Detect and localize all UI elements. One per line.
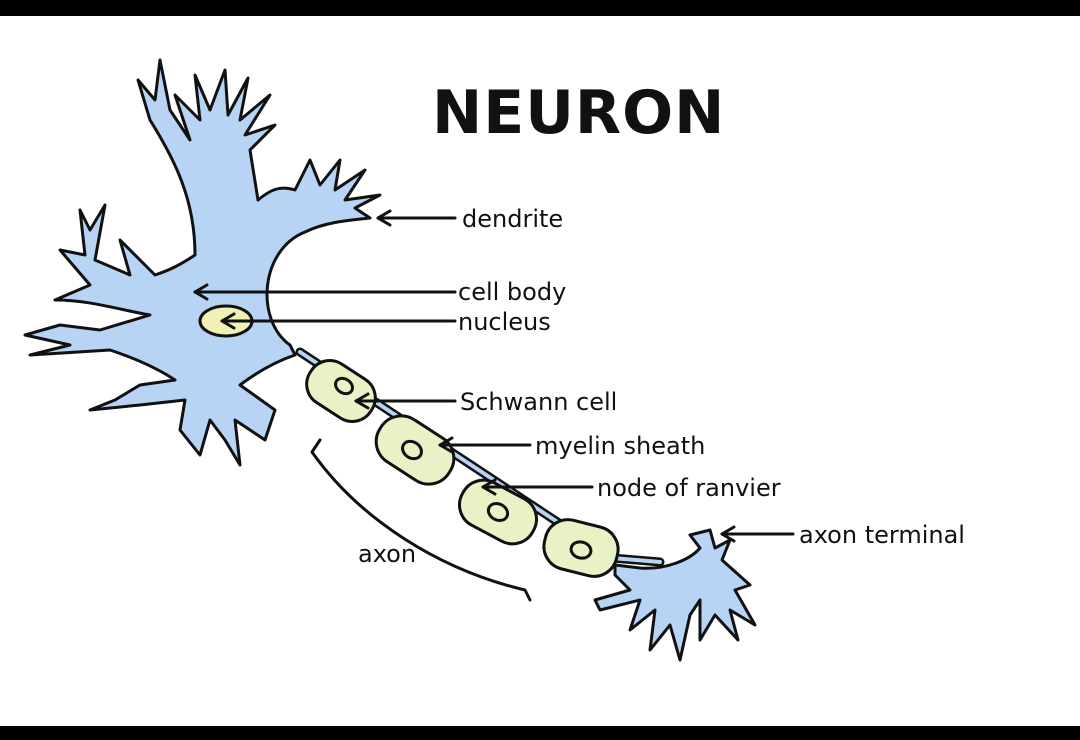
label-node-of-ranvier: node of ranvier — [597, 474, 781, 502]
diagram-title: NEURON — [432, 78, 726, 148]
neuron-illustration — [23, 58, 795, 662]
axon-bracket — [310, 438, 532, 602]
label-cell-body: cell body — [458, 278, 567, 306]
label-myelin-sheath: myelin sheath — [535, 432, 706, 460]
label-axon: axon — [358, 540, 417, 568]
diagram-canvas: NEURON dendrite cell body nucleus Schwan… — [0, 16, 1080, 726]
axon-terminal-shape — [593, 528, 757, 662]
label-nucleus: nucleus — [458, 308, 551, 336]
schwann-cell-3 — [458, 478, 538, 546]
schwann-cell-4 — [542, 518, 620, 578]
cell-body-shape — [23, 58, 382, 467]
label-dendrite: dendrite — [462, 205, 564, 233]
schwann-cell-2 — [374, 414, 456, 486]
label-schwann-cell: Schwann cell — [460, 388, 618, 416]
label-axon-terminal: axon terminal — [799, 521, 965, 549]
